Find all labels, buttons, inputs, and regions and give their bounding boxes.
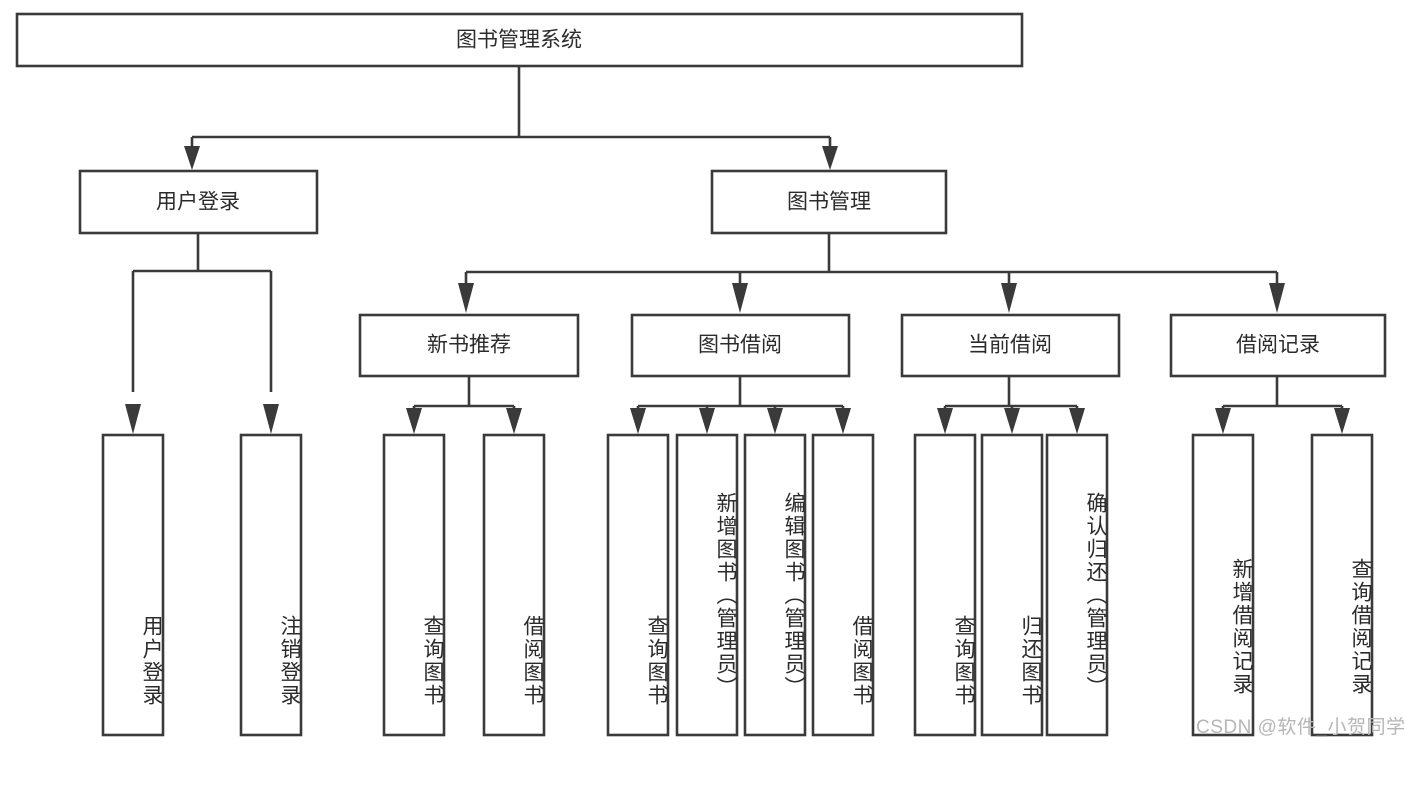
node-book-borrow-label: 图书借阅 (698, 334, 782, 357)
arrow-head-icon (630, 408, 646, 434)
arrow-head-icon (184, 146, 200, 170)
leaf-box-add-book[interactable] (675, 433, 739, 737)
arrow-head-icon (1069, 408, 1085, 434)
leaf-box-edit-book[interactable] (743, 433, 807, 737)
connectors-borrow-record-to-leaves (1215, 376, 1350, 434)
leaf-box-query-book-2[interactable] (606, 433, 670, 737)
connectors-current-borrow-to-leaves (937, 376, 1085, 434)
diagram-canvas-root: 图书管理系统 用户登录 图书管理 新书推荐 图书借阅 当前借阅 借阅记录 (15, 12, 1405, 738)
arrow-head-icon (1269, 283, 1285, 313)
leaf-boxes (101, 433, 1374, 737)
node-book-management[interactable]: 图书管理 (710, 169, 948, 235)
leaf-box-query-record[interactable] (1310, 433, 1374, 737)
leaf-box-user-login[interactable] (101, 433, 165, 737)
node-borrow-record-label: 借阅记录 (1236, 334, 1320, 357)
node-current-borrow-box[interactable] (900, 313, 1121, 378)
connectors-book-borrow-to-leaves (630, 376, 851, 434)
arrow-head-icon (699, 408, 715, 434)
leaf-box-return-book[interactable] (980, 433, 1044, 737)
leaf-box-add-record[interactable] (1191, 433, 1255, 737)
leaf-box-query-book-1[interactable] (382, 433, 446, 737)
node-book-borrow-box[interactable] (630, 313, 851, 378)
node-borrow-record-box[interactable] (1169, 313, 1387, 378)
arrow-head-icon (835, 408, 851, 434)
connectors-book-management-to-level3 (458, 233, 1285, 313)
leaf-box-confirm-return[interactable] (1045, 433, 1109, 737)
leaf-box-borrow-book-2[interactable] (811, 433, 875, 737)
node-user-login[interactable]: 用户登录 (78, 169, 319, 235)
arrow-head-icon (1334, 408, 1350, 434)
node-new-book-recommend-box[interactable] (358, 313, 580, 378)
connectors-user-login-to-leaves (125, 233, 279, 434)
node-user-login-box[interactable] (78, 169, 319, 235)
arrow-head-icon (458, 283, 474, 313)
node-new-book-recommend-label: 新书推荐 (427, 334, 511, 357)
node-root-system[interactable]: 图书管理系统 (15, 12, 1024, 68)
node-borrow-record[interactable]: 借阅记录 (1169, 313, 1387, 378)
arrow-head-icon (406, 408, 422, 434)
node-book-management-label: 图书管理 (787, 191, 871, 214)
node-root-box[interactable] (15, 12, 1024, 68)
leaf-box-logout-login[interactable] (239, 433, 303, 737)
arrow-head-icon (506, 408, 522, 434)
node-root-label: 图书管理系统 (456, 29, 582, 52)
node-new-book-recommend[interactable]: 新书推荐 (358, 313, 580, 378)
arrow-head-icon (125, 404, 141, 434)
node-user-login-label: 用户登录 (156, 191, 240, 214)
arrow-head-icon (1004, 408, 1020, 434)
node-book-borrow[interactable]: 图书借阅 (630, 313, 851, 378)
connectors-new-book-recommend-to-leaves (406, 376, 522, 434)
arrow-head-icon (1001, 283, 1017, 313)
connectors-root-to-level2 (184, 66, 838, 170)
hierarchy-diagram-svg: 图书管理系统 用户登录 图书管理 新书推荐 图书借阅 当前借阅 借阅记录 (15, 12, 1387, 737)
arrow-head-icon (263, 404, 279, 434)
arrow-head-icon (767, 408, 783, 434)
arrow-head-icon (937, 408, 953, 434)
node-book-management-box[interactable] (710, 169, 948, 235)
arrow-head-icon (1215, 408, 1231, 434)
arrow-head-icon (822, 146, 838, 170)
node-current-borrow-label: 当前借阅 (968, 334, 1052, 357)
leaf-box-query-book-3[interactable] (913, 433, 977, 737)
leaf-box-borrow-book-1[interactable] (482, 433, 546, 737)
csdn-watermark: CSDN @软件_小贺同学 (1196, 717, 1405, 738)
arrow-head-icon (732, 283, 748, 313)
node-current-borrow[interactable]: 当前借阅 (900, 313, 1121, 378)
